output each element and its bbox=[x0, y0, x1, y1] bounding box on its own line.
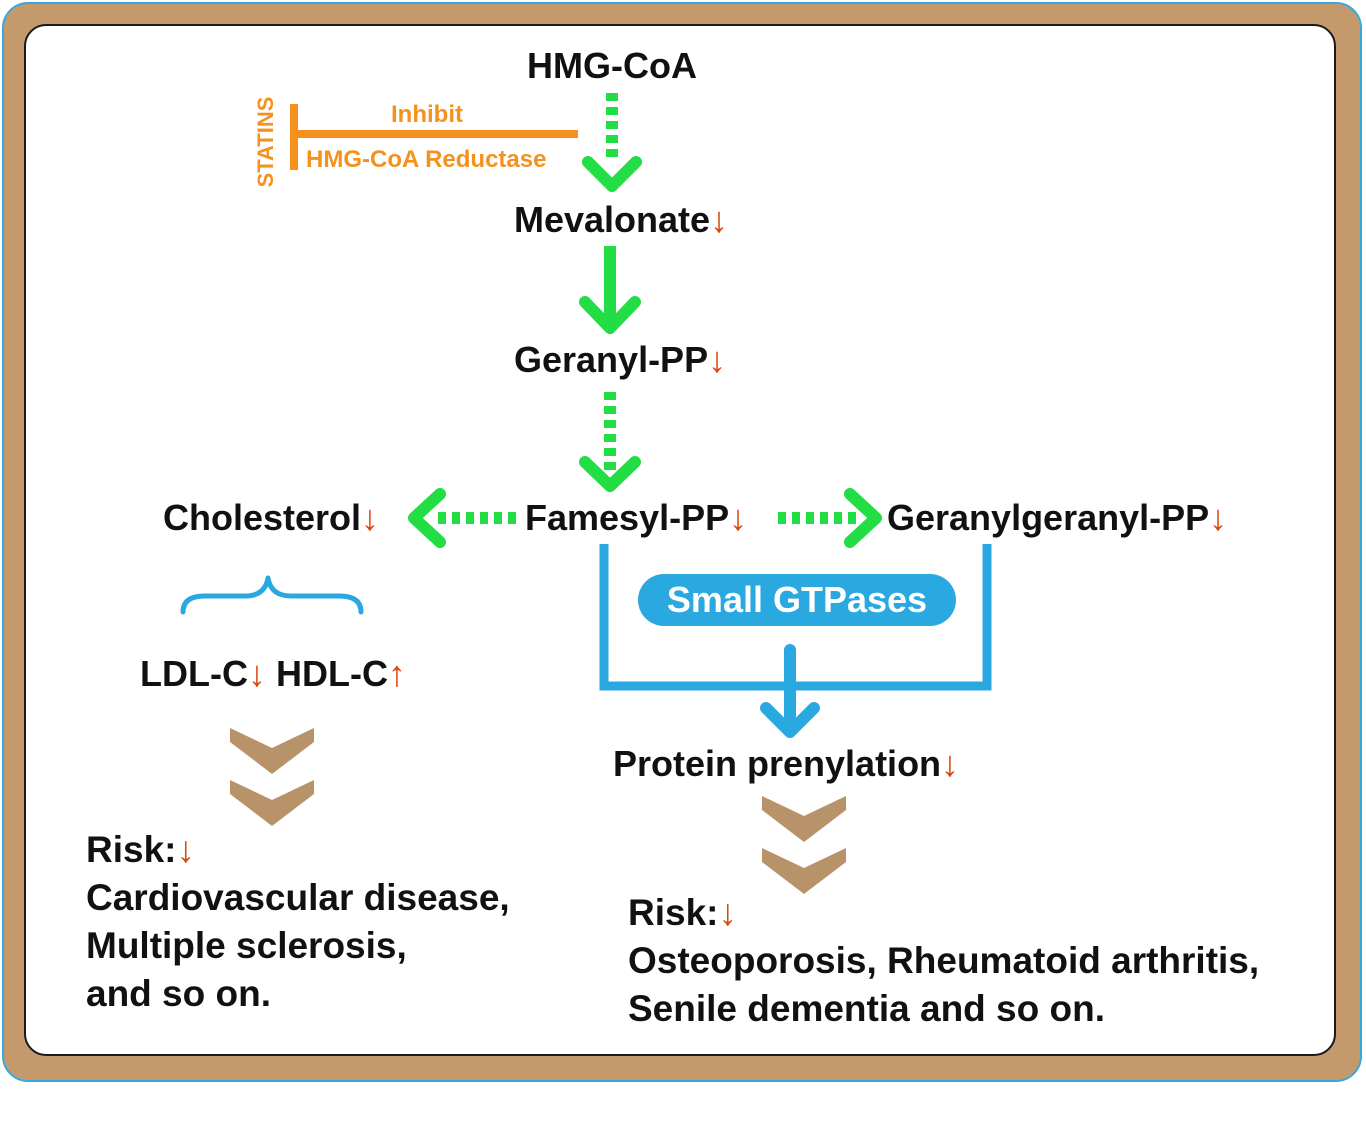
inhibit-label: Inhibit bbox=[391, 101, 463, 128]
node-protein-prenylation-label: Protein prenylation bbox=[613, 743, 942, 784]
arrow-hmgcoa-to-mevalonate bbox=[582, 93, 642, 192]
node-hdl-c-label: HDL-C bbox=[275, 653, 388, 694]
ldl-hdl-brace bbox=[180, 575, 364, 615]
right-risk-block: Risk:↓ Osteoporosis, Rheumatoid arthriti… bbox=[628, 889, 1259, 1033]
node-cholesterol-label: Cholesterol bbox=[163, 497, 362, 538]
small-gtpases-pill: Small GTPases bbox=[638, 574, 956, 626]
chevron-down-icon bbox=[762, 796, 846, 842]
decrease-arrow-icon: ↓ bbox=[710, 199, 729, 240]
decrease-arrow-icon: ↓ bbox=[247, 653, 266, 694]
chevron-down-icon bbox=[230, 780, 314, 826]
node-famesyl-pp-label: Famesyl-PP bbox=[525, 497, 730, 538]
right-risk-title: Risk: bbox=[628, 892, 719, 933]
left-risk-title-row: Risk:↓ bbox=[86, 826, 510, 874]
arrow-famesylpp-to-cholesterol bbox=[408, 488, 516, 548]
node-famesyl-pp: Famesyl-PP↓ bbox=[525, 500, 747, 536]
small-gtpases-label: Small GTPases bbox=[666, 579, 928, 620]
gtpase-bracket bbox=[599, 544, 992, 738]
node-ldl-c-label: LDL-C bbox=[140, 653, 248, 694]
left-risk-block: Risk:↓ Cardiovascular disease, Multiple … bbox=[86, 826, 510, 1018]
node-geranylgeranyl-pp-label: Geranylgeranyl-PP bbox=[887, 497, 1210, 538]
node-geranyl-pp: Geranyl-PP↓ bbox=[514, 342, 726, 378]
right-risk-line: Osteoporosis, Rheumatoid arthritis, bbox=[628, 940, 1260, 981]
decrease-arrow-icon: ↓ bbox=[718, 892, 737, 933]
statin-inhibition-bar bbox=[290, 104, 578, 170]
node-mevalonate: Mevalonate↓ bbox=[514, 202, 728, 238]
chevrons-left bbox=[230, 728, 314, 826]
left-risk-line: Multiple sclerosis, bbox=[86, 925, 407, 966]
decrease-arrow-icon: ↓ bbox=[1209, 497, 1228, 538]
chevron-down-icon bbox=[230, 728, 314, 774]
decrease-arrow-icon: ↓ bbox=[176, 829, 195, 870]
arrow-mevalonate-to-geranylpp bbox=[579, 246, 641, 334]
chevron-down-icon bbox=[762, 848, 846, 894]
node-hmg-coa: HMG-CoA bbox=[527, 48, 697, 84]
statins-label: STATINS bbox=[253, 96, 278, 188]
node-protein-prenylation: Protein prenylation↓ bbox=[613, 746, 959, 782]
node-ldl-hdl: LDL-C↓ HDL-C↑ bbox=[140, 656, 406, 692]
decrease-arrow-icon: ↓ bbox=[729, 497, 748, 538]
left-risk-title: Risk: bbox=[86, 829, 177, 870]
right-risk-line: Senile dementia and so on. bbox=[628, 988, 1105, 1029]
decrease-arrow-icon: ↓ bbox=[941, 743, 960, 784]
right-risk-title-row: Risk:↓ bbox=[628, 889, 1259, 937]
chevrons-right bbox=[762, 796, 846, 894]
left-risk-line: Cardiovascular disease, bbox=[86, 877, 510, 918]
node-geranyl-pp-label: Geranyl-PP bbox=[514, 339, 709, 380]
node-cholesterol: Cholesterol↓ bbox=[163, 500, 379, 536]
arrow-famesylpp-to-geranylgeranylpp bbox=[778, 488, 882, 548]
node-geranylgeranyl-pp: Geranylgeranyl-PP↓ bbox=[887, 500, 1227, 536]
node-mevalonate-label: Mevalonate bbox=[514, 199, 711, 240]
diagram-panel bbox=[24, 24, 1336, 1056]
left-risk-line: and so on. bbox=[86, 973, 271, 1014]
node-hmg-coa-label: HMG-CoA bbox=[527, 45, 697, 86]
arrow-geranylpp-to-famesylpp bbox=[579, 392, 641, 492]
increase-arrow-icon: ↑ bbox=[387, 653, 406, 694]
hmg-coa-reductase-label: HMG-CoA Reductase bbox=[306, 146, 547, 173]
decrease-arrow-icon: ↓ bbox=[708, 339, 727, 380]
decrease-arrow-icon: ↓ bbox=[361, 497, 380, 538]
